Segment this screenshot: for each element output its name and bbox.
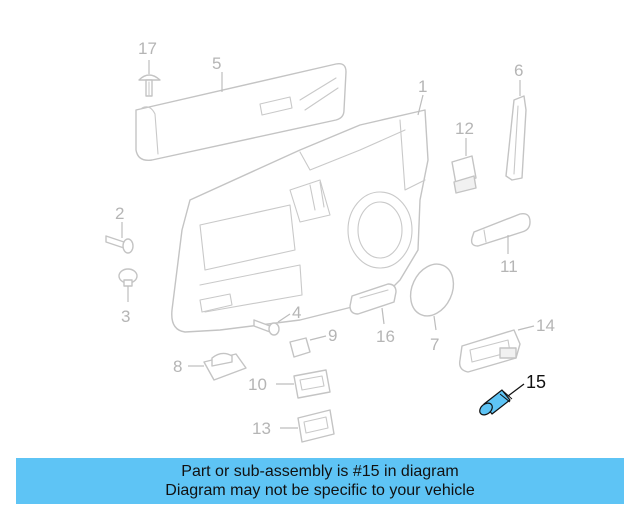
- info-banner: Part or sub-assembly is #15 in diagram D…: [16, 458, 624, 504]
- banner-line-disclaimer: Diagram may not be specific to your vehi…: [165, 482, 475, 499]
- callout-6: 6: [514, 61, 523, 80]
- part-3-clip: [118, 268, 138, 287]
- part-2-screw: [105, 235, 134, 254]
- callout-15: 15: [526, 372, 546, 392]
- callout-8: 8: [173, 357, 182, 376]
- callout-14: 14: [536, 316, 555, 335]
- part-1-door-panel: [171, 109, 429, 333]
- part-8-bracket: [203, 352, 247, 381]
- part-12-switch: [451, 155, 477, 194]
- part-17-clip: [138, 74, 161, 97]
- callout-11: 11: [500, 257, 518, 276]
- callout-3: 3: [121, 307, 130, 326]
- callout-4: 4: [292, 303, 301, 322]
- part-11-handle: [470, 212, 531, 247]
- parts-diagram: 17 5 1 6 12 2: [105, 39, 555, 443]
- part-6-pillar-trim: [505, 95, 527, 181]
- part-14-lamp-housing: [458, 329, 521, 373]
- callout-13: 13: [252, 419, 271, 438]
- part-16-pull-cup: [349, 283, 397, 315]
- part-7-speaker-cover: [409, 263, 455, 317]
- callout-16: 16: [376, 327, 395, 346]
- part-4-bolt: [253, 319, 280, 336]
- callout-12: 12: [455, 119, 474, 138]
- callout-9: 9: [328, 326, 337, 345]
- callout-17: 17: [138, 39, 157, 58]
- callout-1: 1: [418, 77, 427, 96]
- part-5-armrest-trim: [135, 62, 347, 161]
- callout-5: 5: [212, 54, 221, 73]
- banner-line-part: Part or sub-assembly is #15 in diagram: [181, 463, 459, 480]
- part-15-bulb: [479, 389, 513, 416]
- part-10-switch-module: [293, 369, 331, 399]
- part-9-clip: [289, 337, 311, 358]
- callout-2: 2: [115, 204, 124, 223]
- callout-10: 10: [248, 375, 267, 394]
- part-13-switch-module: [297, 409, 335, 443]
- callout-7: 7: [430, 335, 439, 354]
